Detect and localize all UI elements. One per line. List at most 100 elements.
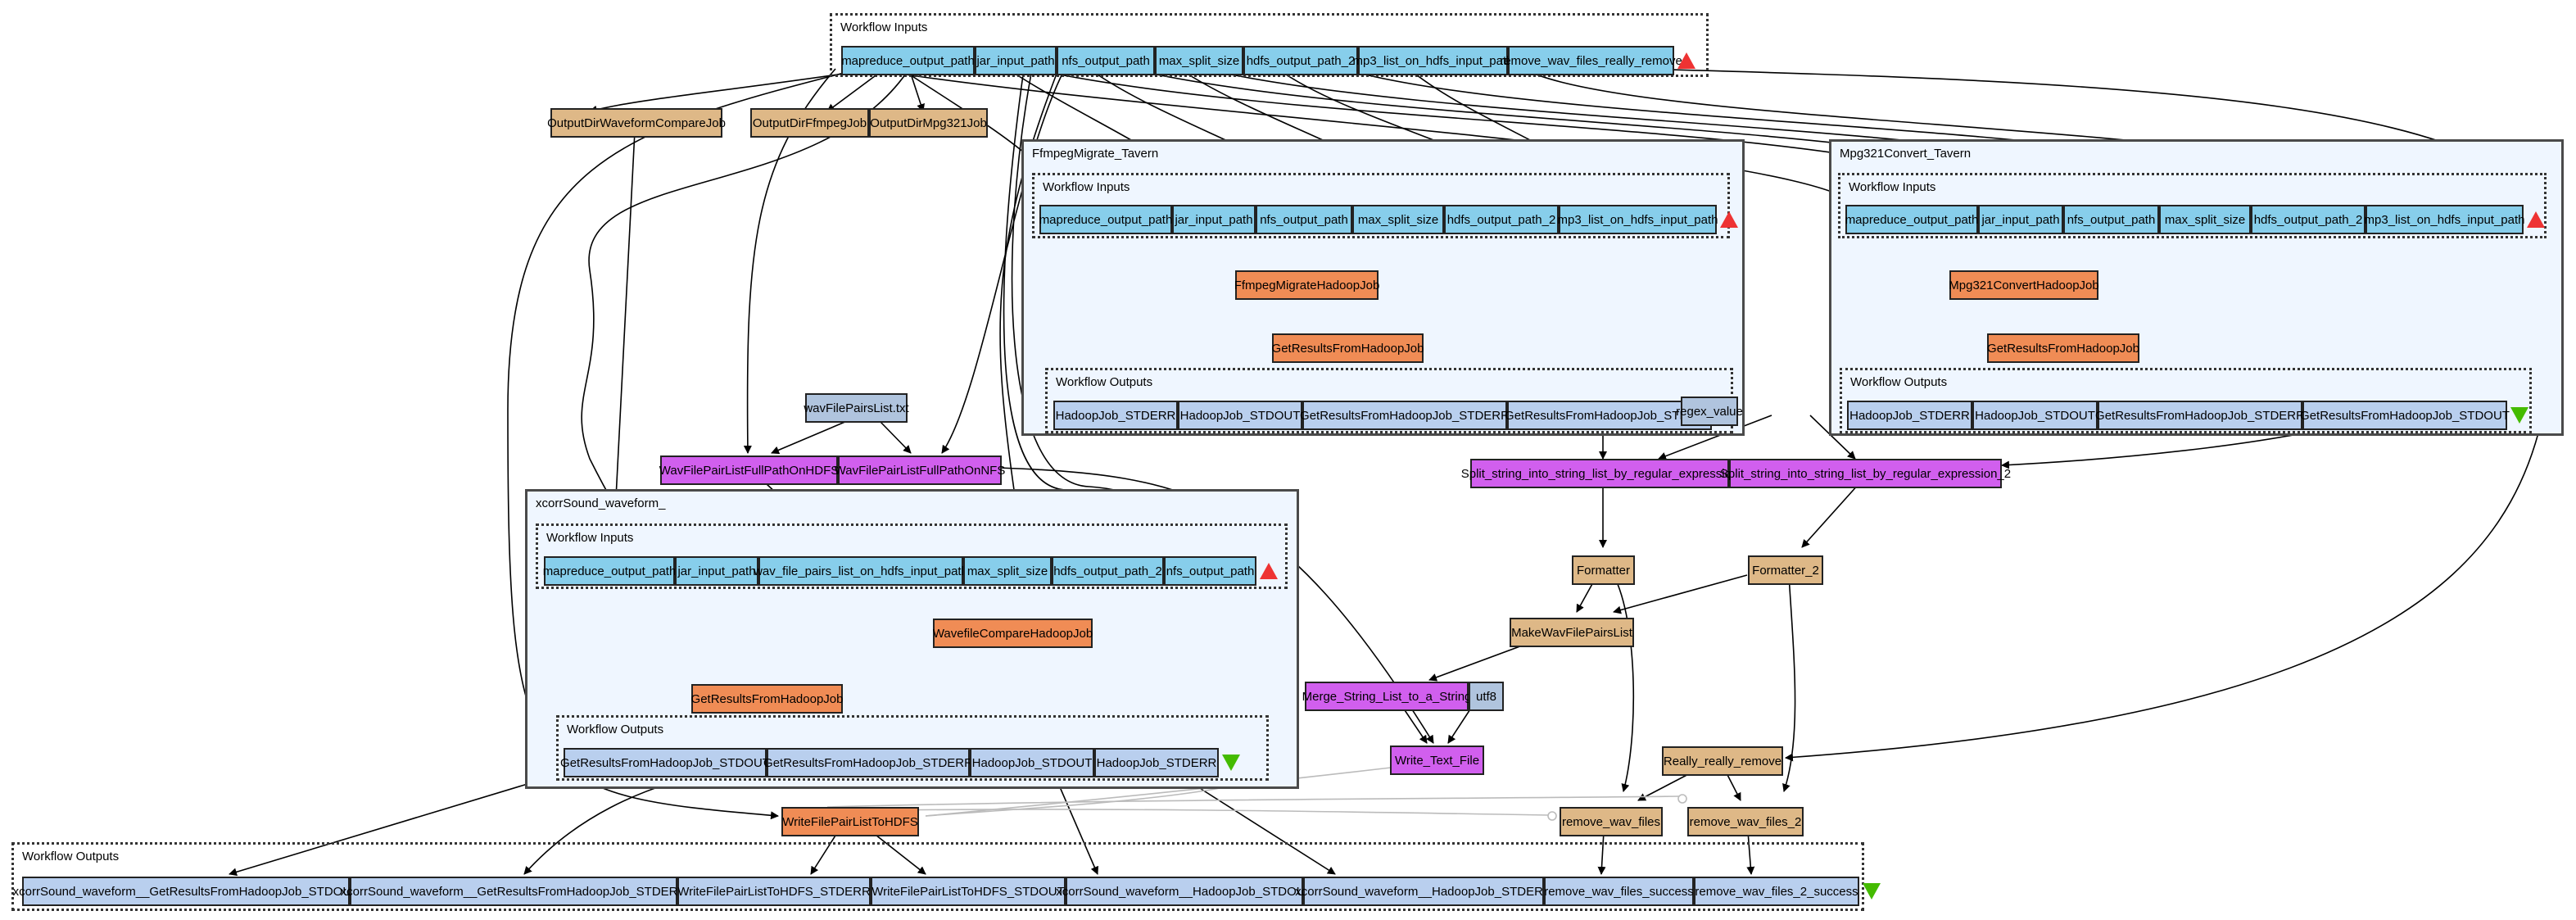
output-port[interactable]: HadoopJob_STDERR [1094,748,1219,777]
output-dir-ffmpeg-node[interactable]: OutputDirFfmpegJob [750,108,869,138]
input-port[interactable]: hdfs_output_path_2 [1052,556,1164,586]
regex-value-constant[interactable]: regex_value [1676,397,1743,426]
input-port[interactable]: jar_input_path [675,556,758,586]
output-port[interactable]: GetResultsFromHadoopJob_STDOUT [1505,401,1714,430]
inputs-marker-icon [1677,52,1695,69]
outputs-marker-icon [1222,755,1240,771]
output-port[interactable]: remove_wav_files_success [1544,877,1694,906]
remove-wav-files-2-node[interactable]: remove_wav_files_2 [1687,807,1804,836]
input-port[interactable]: mapreduce_output_path [1039,205,1172,234]
input-port[interactable]: max_split_size [963,556,1052,586]
input-port[interactable]: mp3_list_on_hdfs_input_path [1353,46,1514,75]
remove-wav-files-node[interactable]: remove_wav_files [1560,807,1663,836]
top-input-row: mapreduce_output_path jar_input_path nfs… [841,46,1695,75]
mpg321-subworkflow: Mpg321Convert_Tavern Workflow Inputs map… [1829,139,2564,436]
output-port[interactable]: GetResultsFromHadoopJob_STDERR [763,748,973,777]
ffmpeg-get-results[interactable]: GetResultsFromHadoopJob [1272,333,1424,363]
subworkflow-title: Mpg321Convert_Tavern [1840,147,1972,161]
input-port[interactable]: hdfs_output_path_2 [2251,205,2365,234]
output-port[interactable]: HadoopJob_STDOUT [970,748,1094,777]
output-port[interactable]: GetResultsFromHadoopJob_STDERR [2095,401,2305,430]
output-port[interactable]: xcorrSound_waveform__GetResultsFromHadoo… [341,877,686,906]
output-dir-mpg321-node[interactable]: OutputDirMpg321Job [869,108,988,138]
input-port[interactable]: mapreduce_output_path [1845,205,1978,234]
input-port[interactable]: max_split_size [1155,46,1243,75]
input-port[interactable]: max_split_size [2159,205,2251,234]
input-port[interactable]: nfs_output_path [1256,205,1352,234]
output-port[interactable]: GetResultsFromHadoopJob_STDERR [1300,401,1510,430]
output-port[interactable]: GetResultsFromHadoopJob_STDOUT [560,748,770,777]
control-edge [826,795,1680,808]
input-port[interactable]: mapreduce_output_path [841,46,975,75]
subworkflow-title: xcorrSound_waveform_ [536,496,666,510]
input-port[interactable]: remove_wav_files_really_remove [1500,46,1682,75]
bottom-workflow-outputs: Workflow Outputs xcorrSound_waveform__Ge… [11,842,1881,911]
edge [1782,574,1796,792]
write-text-file-node[interactable]: Write_Text_File [1390,746,1484,775]
input-port[interactable]: jar_input_path [1172,205,1256,234]
mpg321-outputs: Workflow Outputs HadoopJob_STDERR Hadoop… [1840,368,2532,433]
output-port[interactable]: remove_wav_files_2_success [1694,877,1859,906]
input-port[interactable]: hdfs_output_path_2 [1243,46,1358,75]
make-wav-file-pairs-list-node[interactable]: MakeWavFilePairsList [1510,618,1634,647]
output-port[interactable]: xcorrSound_waveform__HadoopJob_STDERR [1295,877,1552,906]
input-port[interactable]: jar_input_path [975,46,1057,75]
output-port[interactable]: HadoopJob_STDERR [1847,401,1972,430]
ffmpeg-subworkflow: FfmpegMigrate_Tavern Workflow Inputs map… [1021,139,1745,436]
input-port[interactable]: wav_file_pairs_list_on_hdfs_input_path [754,556,968,586]
edge [771,420,848,455]
output-port[interactable]: xcorrSound_waveform__HadoopJob_STDOUT [1056,877,1313,906]
wav-pair-hdfs-node[interactable]: WavFilePairListFullPathOnHDFS [659,455,839,485]
mpg321-hadoop-job[interactable]: Mpg321ConvertHadoopJob [1949,270,2099,300]
inputs-marker-icon [1720,211,1738,228]
input-port[interactable]: mp3_list_on_hdfs_input_path [2365,205,2525,234]
edge [879,420,912,454]
output-port[interactable]: HadoopJob_STDERR [1053,401,1178,430]
mpg321-get-results[interactable]: GetResultsFromHadoopJob [1987,333,2139,363]
input-port[interactable]: jar_input_path [1978,205,2063,234]
merge-string-list-node[interactable]: Merge_String_List_to_a_String [1302,682,1471,711]
input-port[interactable]: hdfs_output_path_2 [1444,205,1559,234]
wav-pair-nfs-node[interactable]: WavFilePairListFullPathOnNFS [835,455,1005,485]
output-port[interactable]: WriteFilePairListToHDFS_STDERR [677,877,871,906]
input-port[interactable]: nfs_output_path [2063,205,2159,234]
formatter-2-node[interactable]: Formatter_2 [1748,555,1823,585]
input-port[interactable]: nfs_output_path [1164,556,1256,586]
mpg321-inputs: Workflow Inputs mapreduce_output_path ja… [1838,173,2547,238]
formatter-node[interactable]: Formatter [1572,555,1635,585]
control-edge-end [1677,794,1687,804]
write-file-pair-list-to-hdfs-node[interactable]: WriteFilePairListToHDFS [781,807,919,836]
wav-file-pairs-list-constant[interactable]: wavFilePairsList.txt [804,393,909,423]
ffmpeg-inputs: Workflow Inputs mapreduce_output_path ja… [1032,173,1738,238]
cluster-label: Workflow Inputs [1849,180,1936,194]
input-port[interactable]: nfs_output_path [1057,46,1155,75]
ffmpeg-hadoop-job[interactable]: FfmpegMigrateHadoopJob [1234,270,1379,300]
output-dir-waveform-node[interactable]: OutputDirWaveformCompareJob [547,108,726,138]
inputs-marker-icon [1260,563,1278,579]
top-workflow-inputs: Workflow Inputs mapreduce_output_path ja… [830,13,1709,77]
control-edge [826,809,1549,816]
xcorr-inputs: Workflow Inputs mapreduce_output_path ja… [536,523,1288,589]
outputs-marker-icon [1863,883,1881,900]
cluster-label: Workflow Outputs [1850,375,1948,389]
xcorr-subworkflow: xcorrSound_waveform_ Workflow Inputs map… [525,489,1299,789]
ffmpeg-outputs: Workflow Outputs HadoopJob_STDERR Hadoop… [1045,368,1733,433]
input-port[interactable]: max_split_size [1352,205,1444,234]
outputs-marker-icon [2510,407,2528,424]
really-really-remove-node[interactable]: Really_really_remove [1662,746,1783,776]
subworkflow-title: FfmpegMigrate_Tavern [1032,147,1159,161]
input-port[interactable]: mp3_list_on_hdfs_input_path [1558,205,1718,234]
cluster-label: Workflow Outputs [1056,375,1153,389]
output-port[interactable]: GetResultsFromHadoopJob_STDOUT [2300,401,2510,430]
wavefile-compare-hadoop-job[interactable]: WavefileCompareHadoopJob [933,619,1093,648]
cluster-label: Workflow Outputs [22,850,120,863]
split-string-2-node[interactable]: Split_string_into_string_list_by_regular… [1720,459,2011,488]
utf8-constant[interactable]: utf8 [1469,682,1504,711]
split-string-node[interactable]: Split_string_into_string_list_by_regular… [1461,459,1738,488]
output-port[interactable]: HadoopJob_STDOUT [1178,401,1302,430]
input-port[interactable]: mapreduce_output_path [543,556,676,586]
output-port[interactable]: xcorrSound_waveform__GetResultsFromHadoo… [13,877,359,906]
xcorr-get-results[interactable]: GetResultsFromHadoopJob [691,684,843,714]
output-port[interactable]: HadoopJob_STDOUT [1972,401,2098,430]
output-port[interactable]: WriteFilePairListToHDFS_STDOUT [871,877,1066,906]
